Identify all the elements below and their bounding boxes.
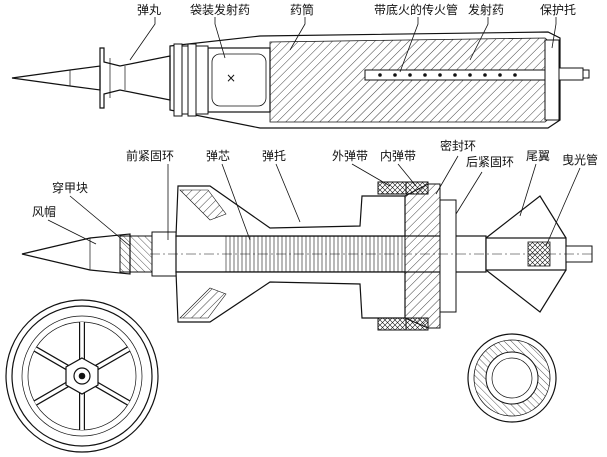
label-tail-fin: 尾翼 — [526, 149, 550, 163]
label-outer-band: 外弹带 — [332, 149, 368, 163]
label-core: 弹芯 — [206, 149, 230, 163]
labels: 弹丸 袋装发射药 药筒 带底火的传火管 发射药 保护托 风帽 穿甲块 前紧固环 … — [32, 2, 598, 219]
wheel-spokes — [33, 322, 131, 430]
sabot-lower-hatch — [179, 287, 227, 319]
sabot-upper — [175, 185, 406, 237]
wheel-spoke — [34, 347, 73, 372]
bagged-propellant-bag — [211, 53, 267, 107]
label-penetrator-block: 穿甲块 — [52, 180, 88, 195]
tail-fin-lower — [485, 269, 567, 313]
sabot-upper-hatch — [179, 189, 227, 221]
bag-mark: × — [226, 71, 236, 85]
protector-stub — [558, 67, 584, 81]
label-protector: 保护托 — [540, 3, 576, 17]
label-propellant: 发射药 — [468, 2, 504, 17]
complete-cartridge: × — [11, 31, 590, 129]
seal-ring — [404, 183, 441, 329]
label-cartridge-case: 药筒 — [290, 2, 314, 17]
label-inner-band: 内弹带 — [380, 149, 416, 163]
front-end-view — [5, 299, 159, 453]
label-rear-retaining-ring: 后紧固环 — [466, 155, 514, 169]
label-front-retaining-ring: 前紧固环 — [126, 148, 174, 163]
wheel-spoke — [91, 380, 130, 405]
rear-end-view — [467, 333, 557, 423]
cartridge-case — [169, 31, 561, 129]
outer-band-top — [377, 181, 407, 195]
tail-fin-upper — [485, 195, 567, 239]
sabot-lower — [175, 271, 406, 323]
protector-tip — [582, 69, 590, 79]
outer-band-bottom — [377, 317, 407, 331]
label-bagged-propellant: 袋装发射药 — [190, 2, 250, 17]
sabot-rings-top — [173, 43, 209, 117]
wheel-spoke — [34, 380, 73, 405]
leader-lines — [47, 17, 581, 247]
windshield-cone — [21, 233, 131, 275]
label-primer-tube: 带底火的传火管 — [374, 2, 458, 17]
label-seal-ring: 密封环 — [440, 138, 476, 153]
projectile-nose — [11, 65, 101, 91]
primer-tube-holes — [378, 73, 517, 77]
label-projectile: 弹丸 — [137, 3, 161, 17]
label-sabot: 弹托 — [262, 149, 286, 163]
wheel-spoke — [91, 347, 130, 372]
label-windshield: 风帽 — [32, 204, 56, 219]
protector-body — [544, 39, 560, 121]
projectile-section — [21, 181, 594, 331]
rear-retaining-ring — [439, 199, 457, 313]
label-tracer: 曳光管 — [562, 152, 598, 167]
projectile-body — [99, 47, 171, 109]
